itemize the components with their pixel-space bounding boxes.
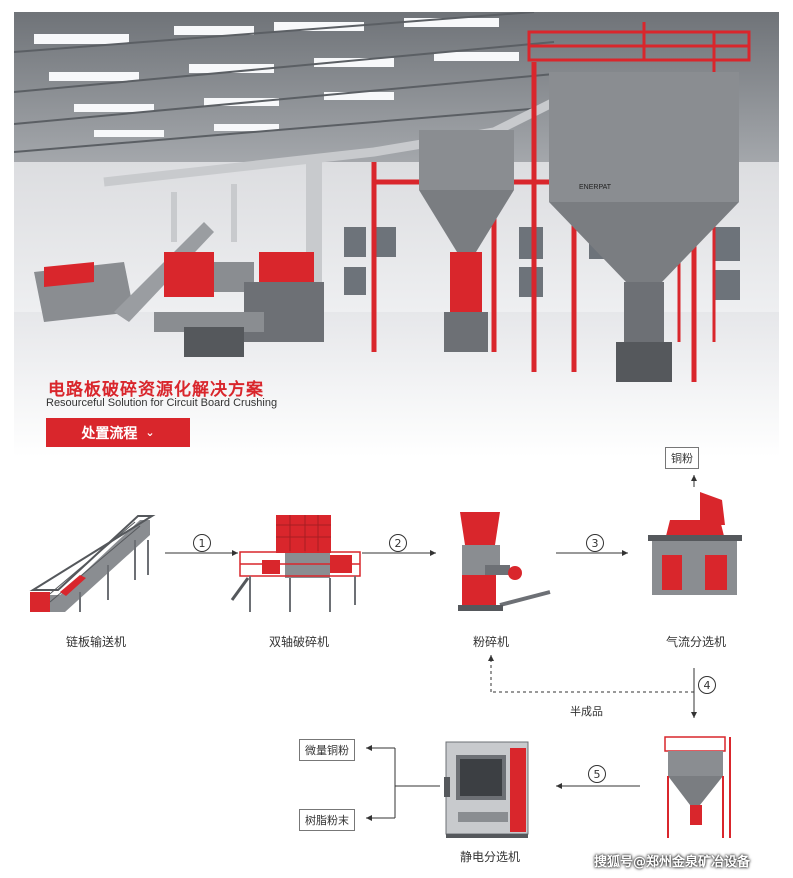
air-separator-machine <box>648 492 742 595</box>
flow-arrows <box>165 475 697 821</box>
step-1-marker: 1 <box>193 534 211 552</box>
step-2-marker: 2 <box>389 534 407 552</box>
pulverizer-machine <box>458 512 551 611</box>
dust-collector-machine <box>664 736 731 838</box>
process-flow-button-label: 处置流程 <box>81 425 138 442</box>
dual-shaft-shredder-machine <box>230 515 361 612</box>
chevron-double-down-icon: ⌄ <box>145 426 155 439</box>
enerpat-brand-mark: ENERPAT <box>579 184 612 191</box>
label-pulverizer: 粉碎机 <box>472 635 510 649</box>
label-chain-conveyor: 链板输送机 <box>65 635 127 649</box>
label-air-separator: 气流分选机 <box>665 635 727 649</box>
hero-factory-image: ENERPAT <box>14 12 779 457</box>
semi-finished-return-line <box>488 655 694 693</box>
solution-title-en: Resourceful Solution for Circuit Board C… <box>46 397 278 409</box>
electrostatic-separator-machine <box>444 741 529 838</box>
label-dual-shaft-shredder: 双轴破碎机 <box>268 635 330 649</box>
output-resin-powder: 树脂粉末 <box>299 809 355 831</box>
chain-conveyor-machine <box>29 515 156 612</box>
semi-finished-label: 半成品 <box>570 705 603 718</box>
factory-illustration: ENERPAT <box>14 12 779 457</box>
output-copper-powder: 铜粉 <box>665 447 699 469</box>
step-5-marker: 5 <box>588 765 606 783</box>
process-flow-button[interactable]: 处置流程 ⌄ <box>46 418 190 447</box>
solution-title-cn: 电路板破碎资源化解决方案 <box>48 380 264 400</box>
step-4-marker: 4 <box>698 676 716 694</box>
output-trace-copper-powder: 微量铜粉 <box>299 739 355 761</box>
label-electrostatic-separator: 静电分选机 <box>459 850 521 864</box>
step-3-marker: 3 <box>586 534 604 552</box>
watermark: 搜狐号@郑州金泉矿冶设备 <box>594 855 751 870</box>
